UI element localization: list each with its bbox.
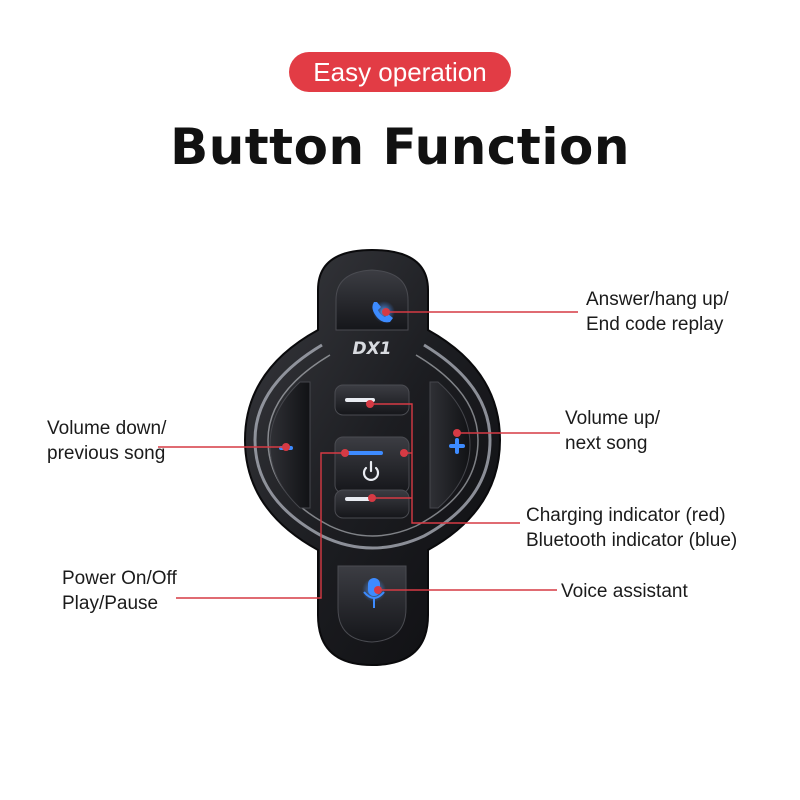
leader-lines	[158, 311, 578, 599]
label-answer-line1: Answer/hang up/	[586, 289, 729, 310]
label-volume-down-line2: previous song	[47, 443, 166, 464]
label-indicator: Charging indicator (red) Bluetooth indic…	[526, 503, 737, 553]
label-indicator-line2: Bluetooth indicator (blue)	[526, 530, 738, 551]
leader-indicator	[370, 403, 520, 524]
label-volume-up-line1: Volume up/	[565, 408, 661, 429]
label-volume-down: Volume down/ previous song	[47, 416, 166, 466]
label-answer-line2: End code replay	[586, 314, 724, 335]
label-power: Power On/Off Play/Pause	[62, 566, 177, 616]
label-volume-down-line1: Volume down/	[47, 418, 167, 439]
label-volume-up: Volume up/ next song	[565, 406, 660, 456]
label-indicator-line1: Charging indicator (red)	[526, 505, 726, 526]
label-answer: Answer/hang up/ End code replay	[586, 287, 729, 337]
led-bottom	[345, 497, 375, 501]
label-voice: Voice assistant	[561, 581, 688, 602]
label-volume-up-line2: next song	[565, 433, 648, 454]
voice-key[interactable]	[337, 565, 407, 643]
power-icon	[362, 460, 380, 481]
plus-icon	[449, 438, 465, 454]
leader-power	[176, 452, 345, 599]
answer-key[interactable]	[335, 269, 409, 331]
easy-operation-badge: Easy operation	[289, 52, 511, 92]
leader-dots	[282, 308, 461, 594]
label-power-line1: Power On/Off	[62, 568, 177, 589]
model-label: DX1	[352, 339, 391, 359]
label-power-line2: Play/Pause	[62, 593, 159, 614]
volume-down-key[interactable]	[269, 381, 311, 509]
led-bluetooth	[347, 451, 383, 455]
page-title: Button Function	[170, 118, 630, 176]
